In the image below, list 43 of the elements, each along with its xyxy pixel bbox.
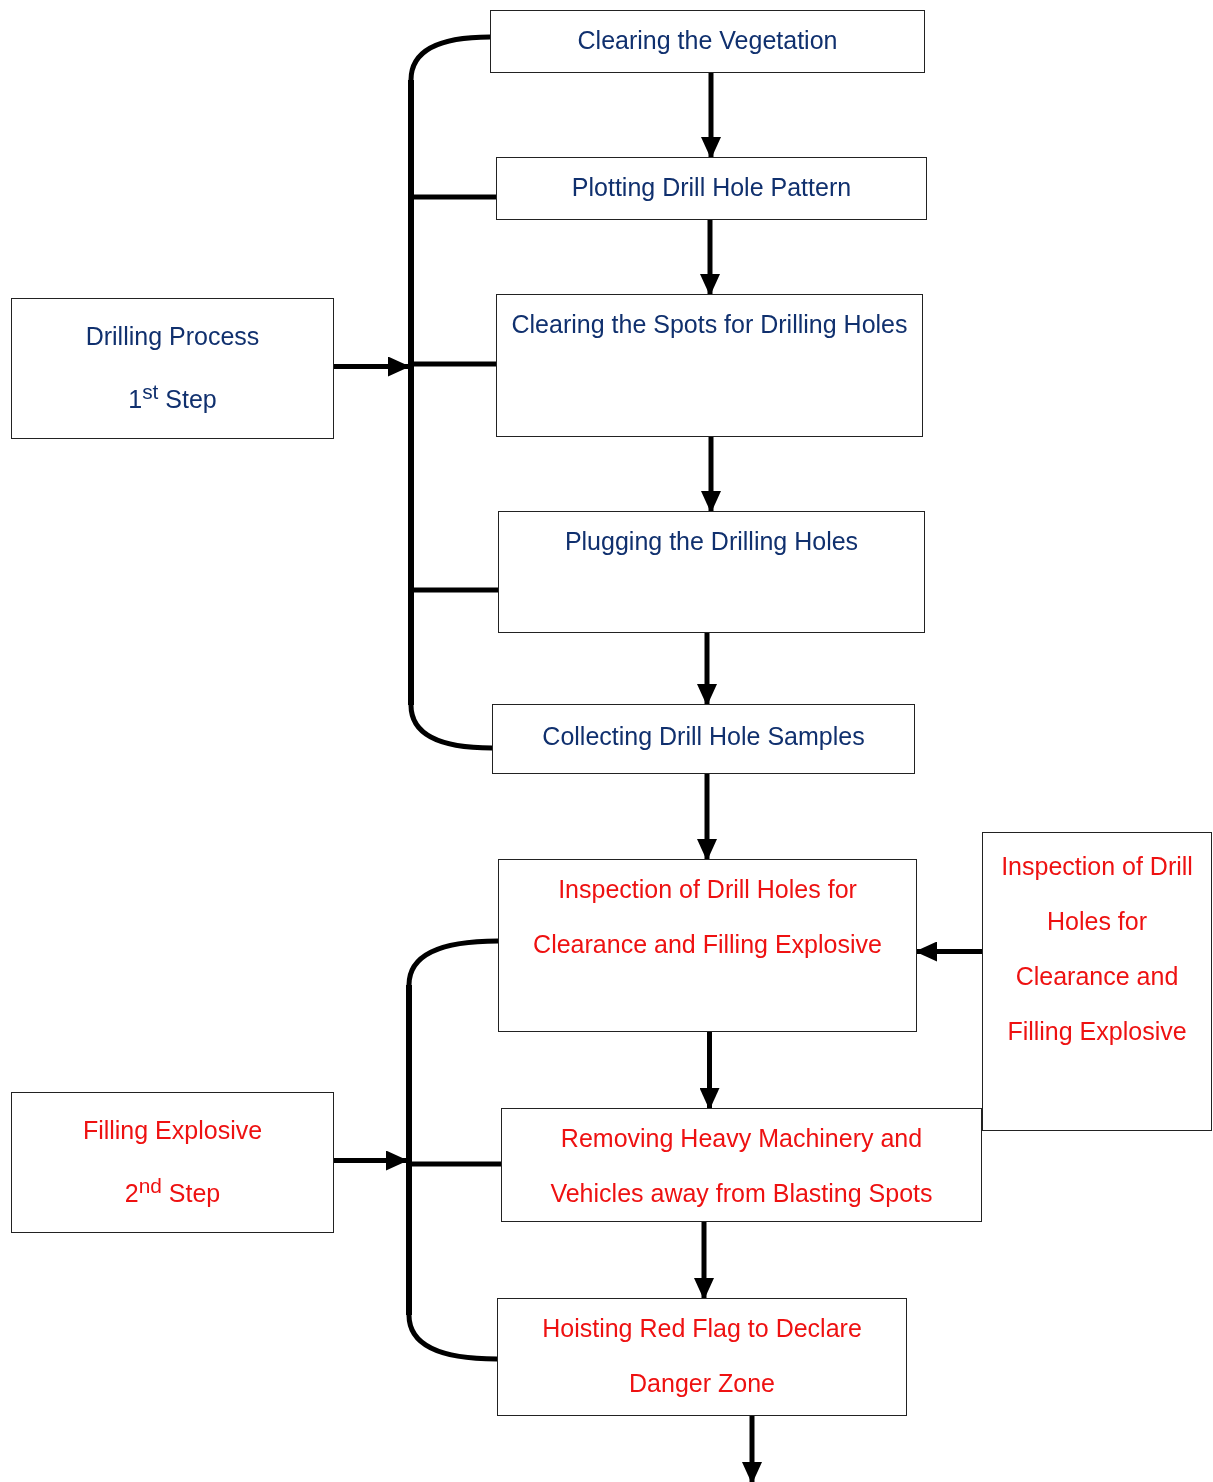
step-label: Filling Explosive (82, 1115, 263, 1146)
bracket-line (408, 34, 491, 81)
bracket-line (412, 1161, 501, 1167)
step-label: 1$^{st}$ Step (128, 379, 217, 416)
process-box (496, 157, 927, 220)
process-box (501, 1108, 982, 1222)
arrow (334, 1150, 408, 1171)
arrow (700, 220, 720, 296)
process-box (11, 298, 334, 439)
bracket-line (406, 1314, 498, 1362)
arrow (699, 1032, 720, 1110)
step-label: Hoisting Red Flag to Declare Danger Zone (541, 1313, 863, 1399)
step-label: Collecting Drill Hole Samples (542, 721, 865, 752)
bracket-line (414, 194, 496, 200)
process-box (496, 294, 923, 437)
step-label: Inspection of Drill Holes for Clearance and Filling Explosive (1000, 851, 1194, 1047)
process-box (497, 1298, 907, 1416)
bracket-line (408, 704, 493, 751)
process-box (492, 704, 915, 774)
bracket-line (406, 938, 499, 986)
process-box (490, 10, 925, 73)
step-label: 2$^{nd}$ Step (124, 1173, 221, 1210)
process-box (498, 859, 917, 1032)
step-label: Removing Heavy Machinery and Vehicles away from Blasting Spots (549, 1123, 934, 1209)
step-label: Plugging the Drilling Holes (564, 526, 859, 557)
process-box (982, 832, 1212, 1131)
arrow (701, 437, 721, 513)
bracket-line (414, 361, 496, 367)
arrow (334, 356, 410, 377)
step-label: Clearing the Spots for Drilling Holes (511, 309, 908, 340)
arrow (694, 1222, 714, 1300)
step-label: Inspection of Drill Holes for Clearance and Filling Explosive (532, 874, 883, 960)
arrow (697, 774, 717, 861)
process-box (11, 1092, 334, 1233)
step-label: Plotting Drill Hole Pattern (571, 172, 852, 203)
arrow (742, 1416, 762, 1482)
arrow (701, 73, 721, 159)
step-label: Drilling Process (85, 321, 260, 352)
step-label: Clearing the Vegetation (577, 25, 838, 56)
arrow (697, 633, 717, 706)
arrow (915, 941, 982, 962)
process-box (498, 511, 925, 633)
bracket-line (414, 587, 498, 593)
